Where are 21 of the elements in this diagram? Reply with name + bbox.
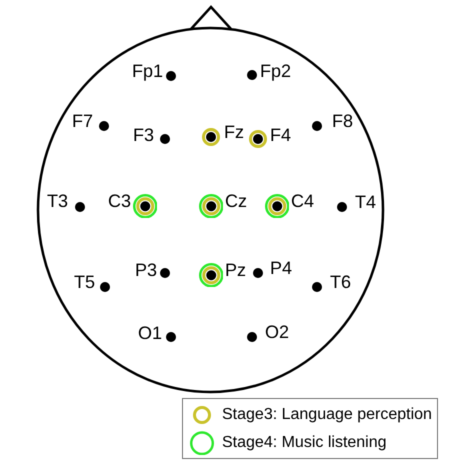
electrode-label: F3 [132,126,154,144]
electrode-label: C3 [108,192,131,210]
electrode-label: Fp2 [260,62,292,80]
electrode-label: F7 [72,112,93,130]
electrode-label: Pz [225,261,246,279]
legend-text: Stage4: Music listening [222,434,387,452]
electrode-label: Fp1 [132,62,163,80]
electrode-label: F8 [332,112,354,130]
electrode-label: C4 [291,192,314,210]
electrode-label: O1 [138,324,162,342]
electrode-label: Cz [225,192,247,210]
electrode-label: F4 [270,126,292,144]
electrode-label: T5 [74,273,95,291]
electrode-label: P3 [134,261,157,279]
electrode-label: P4 [270,259,292,277]
electrode-label: Fz [224,123,244,141]
electrode-label: T4 [355,193,376,211]
electrode-label: T3 [46,192,68,210]
legend-text: Stage3: Language perception [222,406,432,424]
electrode-label: O2 [265,323,290,341]
electrode-label: T6 [330,273,352,291]
